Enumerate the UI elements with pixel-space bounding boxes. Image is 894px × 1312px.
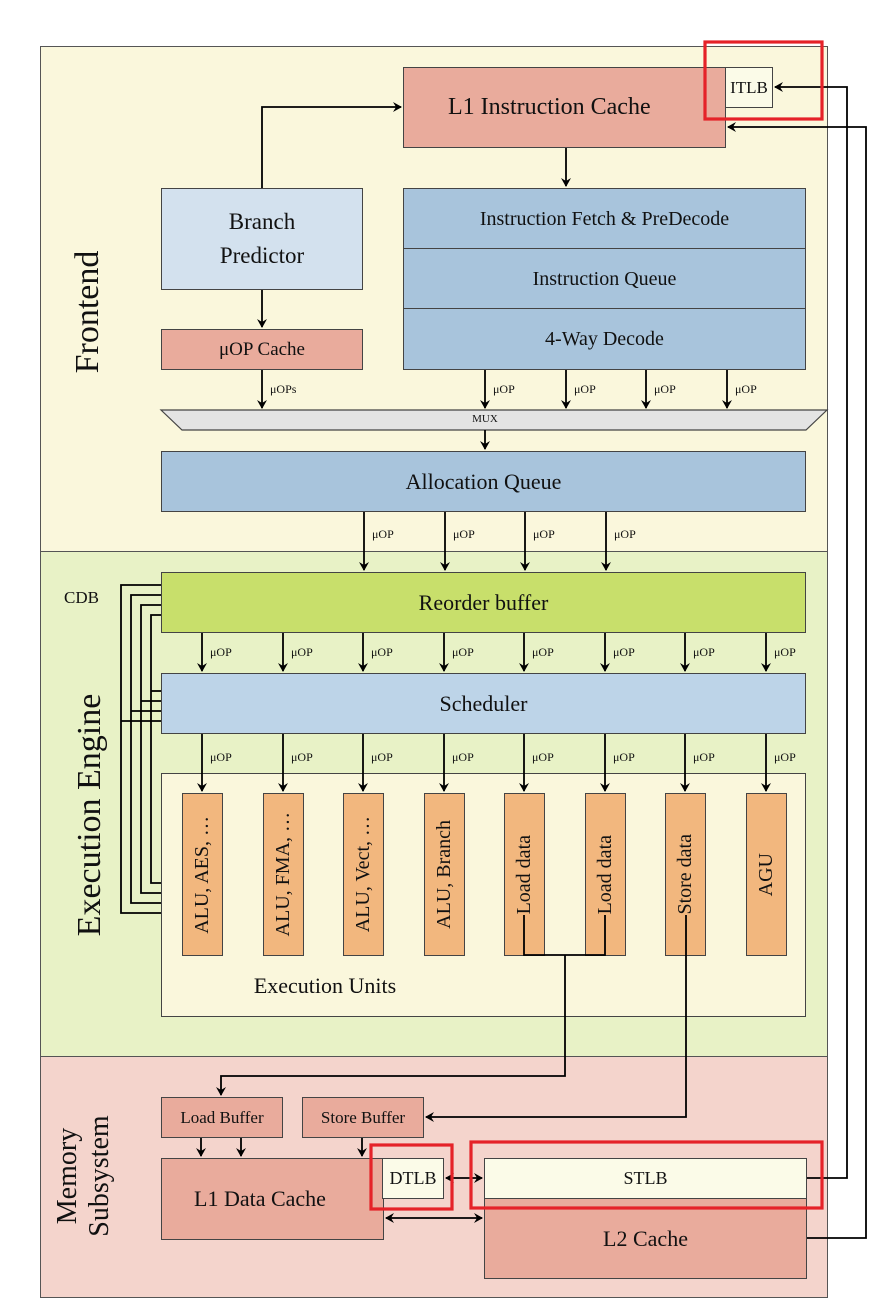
- uop-label: μOP: [452, 645, 474, 659]
- execution-unit[interactable]: ALU, Branch: [424, 793, 465, 956]
- uop-label: μOP: [210, 750, 232, 764]
- execution-unit[interactable]: AGU: [746, 793, 787, 956]
- execution-unit[interactable]: ALU, Vect, …: [343, 793, 384, 956]
- scheduler-label: Scheduler: [439, 690, 528, 716]
- execution-unit-label: Load data: [513, 834, 535, 915]
- execution-unit[interactable]: ALU, FMA, …: [263, 793, 304, 956]
- execution-unit-label: ALU, FMA, …: [272, 812, 294, 937]
- dtlb[interactable]: DTLB: [382, 1158, 444, 1199]
- execution-unit[interactable]: Load data: [504, 793, 545, 956]
- uop-label: μOP: [532, 645, 554, 659]
- frontend-label: Frontend: [69, 250, 106, 374]
- dtlb-label: DTLB: [389, 1168, 437, 1188]
- reorder-buffer[interactable]: Reorder buffer: [161, 572, 806, 633]
- l1-data-cache-label: L1 Data Cache: [194, 1186, 326, 1211]
- uop-label: μOP: [574, 382, 596, 396]
- store-buffer[interactable]: Store Buffer: [302, 1097, 424, 1138]
- uop-label: μOP: [693, 645, 715, 659]
- instruction-queue-label: Instruction Queue: [532, 267, 677, 290]
- itlb[interactable]: ITLB: [725, 67, 773, 108]
- memory-label-line2: Subsystem: [84, 1115, 115, 1237]
- instruction-queue[interactable]: Instruction Queue: [403, 248, 806, 310]
- scheduler[interactable]: Scheduler: [161, 673, 806, 734]
- branch-predictor-line1: Branch: [228, 209, 296, 234]
- uop-label: μOP: [613, 645, 635, 659]
- execution-unit-label: ALU, Branch: [433, 820, 455, 929]
- decode-label: 4-Way Decode: [545, 327, 664, 350]
- reorder-buffer-label: Reorder buffer: [418, 589, 549, 615]
- l2-cache-label: L2 Cache: [603, 1225, 688, 1251]
- l1-data-cache[interactable]: L1 Data Cache: [161, 1158, 384, 1240]
- uop-label: μOP: [654, 382, 676, 396]
- l1-instruction-cache-label: L1 Instruction Cache: [448, 94, 651, 120]
- execution-unit-label: ALU, AES, …: [191, 815, 213, 934]
- uop-label: μOP: [774, 645, 796, 659]
- uop-label: μOP: [371, 645, 393, 659]
- execution-unit-label: Store data: [674, 834, 696, 915]
- uop-label: μOP: [532, 750, 554, 764]
- uop-cache-label: μOP Cache: [219, 338, 305, 360]
- execution-unit[interactable]: Load data: [585, 793, 626, 956]
- uop-label: μOP: [452, 750, 474, 764]
- uop-label: μOP: [210, 645, 232, 659]
- execution-units-title: Execution Units: [253, 973, 397, 998]
- load-buffer[interactable]: Load Buffer: [161, 1097, 283, 1138]
- uop-label: μOP: [291, 645, 313, 659]
- stlb-label: STLB: [623, 1168, 668, 1188]
- uop-label: μOP: [453, 527, 475, 541]
- uop-label: μOP: [774, 750, 796, 764]
- stlb[interactable]: STLB: [484, 1158, 807, 1199]
- uops-label: μOPs: [270, 382, 297, 396]
- load-buffer-label: Load Buffer: [180, 1107, 264, 1127]
- execution-unit-label: AGU: [755, 852, 777, 897]
- instruction-fetch-label: Instruction Fetch & PreDecode: [479, 207, 730, 230]
- uop-label: μOP: [372, 527, 394, 541]
- cdb-label: CDB: [64, 588, 99, 607]
- l1-instruction-cache[interactable]: L1 Instruction Cache: [403, 67, 726, 148]
- four-way-decode[interactable]: 4-Way Decode: [403, 308, 806, 370]
- execution-unit-label: Load data: [594, 834, 616, 915]
- execution-unit-label: ALU, Vect, …: [352, 816, 374, 933]
- uop-label: μOP: [533, 527, 555, 541]
- mux-label: MUX: [472, 413, 498, 425]
- execution-unit[interactable]: Store data: [665, 793, 706, 956]
- memory-label-line1: Memory: [52, 1127, 83, 1225]
- allocation-queue[interactable]: Allocation Queue: [161, 451, 806, 512]
- uop-label: μOP: [291, 750, 313, 764]
- uop-label: μOP: [693, 750, 715, 764]
- uop-label: μOP: [371, 750, 393, 764]
- uop-label: μOP: [735, 382, 757, 396]
- itlb-label: ITLB: [730, 77, 768, 97]
- uop-label: μOP: [493, 382, 515, 396]
- uop-cache[interactable]: μOP Cache: [161, 329, 363, 370]
- execution-engine-label: Execution Engine: [71, 693, 108, 937]
- uop-label: μOP: [613, 750, 635, 764]
- store-buffer-label: Store Buffer: [320, 1107, 406, 1127]
- branch-predictor-line2: Predictor: [219, 243, 305, 268]
- execution-unit[interactable]: ALU, AES, …: [182, 793, 223, 956]
- l2-cache[interactable]: L2 Cache: [484, 1198, 807, 1279]
- memory-subsystem-label: Memory Subsystem: [52, 1106, 124, 1246]
- branch-predictor[interactable]: Branch Predictor: [161, 188, 363, 290]
- allocation-queue-label: Allocation Queue: [405, 468, 562, 494]
- instruction-fetch-predecode[interactable]: Instruction Fetch & PreDecode: [403, 188, 806, 250]
- uop-label: μOP: [614, 527, 636, 541]
